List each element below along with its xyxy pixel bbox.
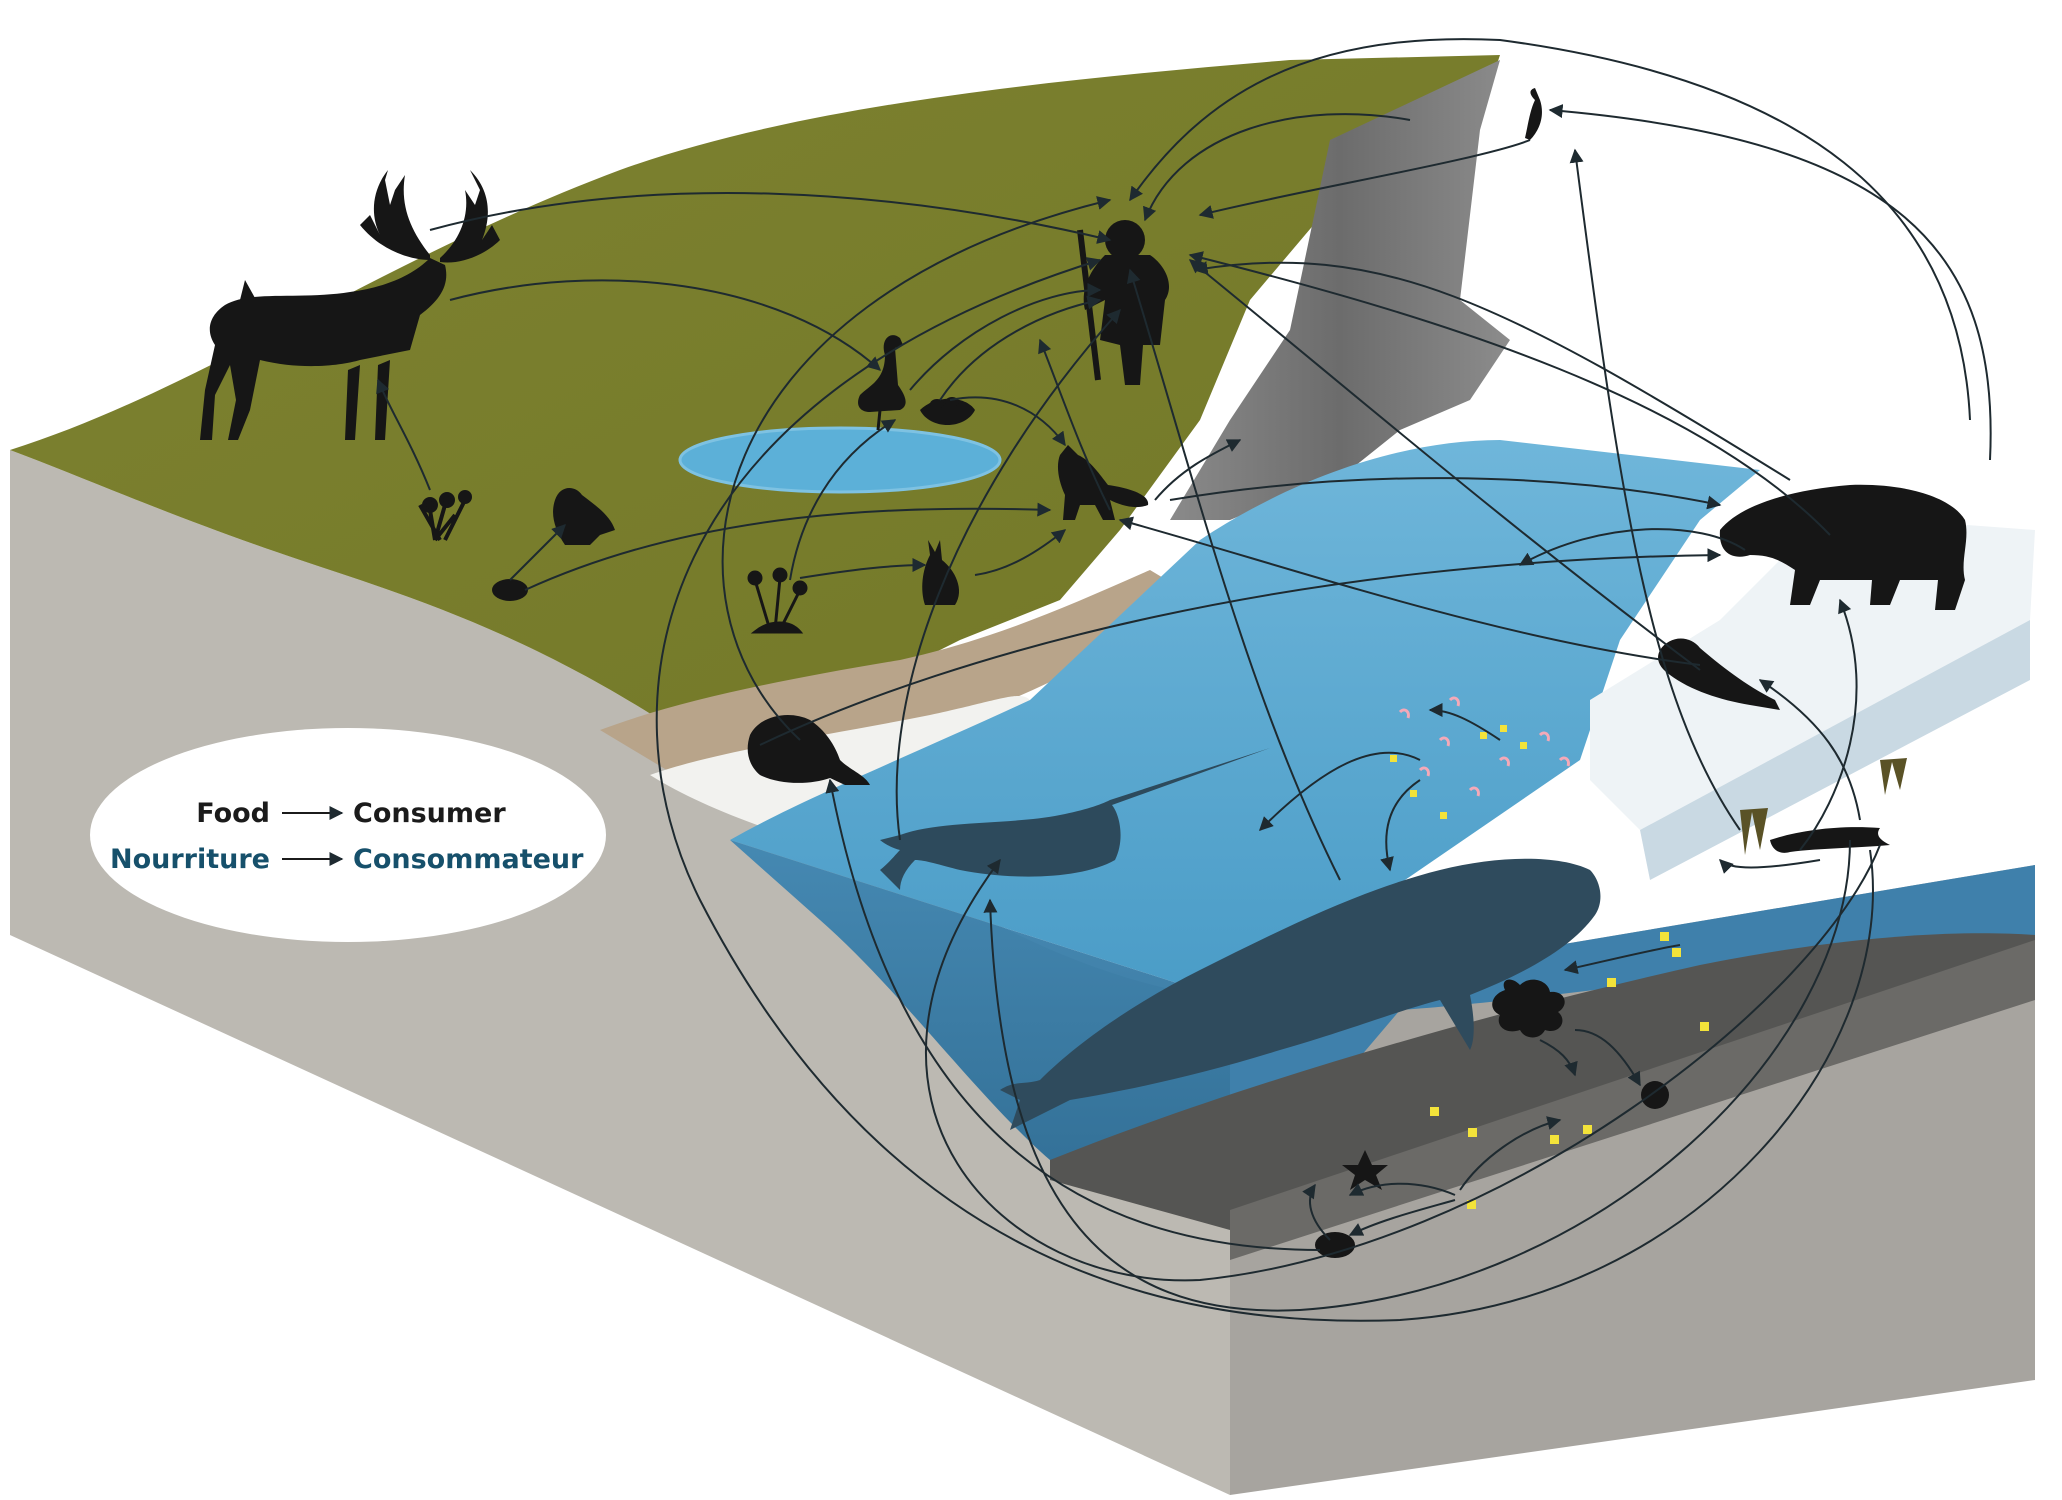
fox-icon bbox=[1057, 445, 1149, 520]
legend-food-label: Food bbox=[196, 798, 270, 829]
kelp-icon bbox=[1492, 979, 1565, 1038]
algae-icon bbox=[1740, 758, 1907, 855]
flower-icon bbox=[747, 567, 808, 634]
whale-icon bbox=[1000, 858, 1601, 1130]
sea-ice-floe bbox=[1590, 520, 2035, 830]
seabed-front bbox=[1230, 940, 2035, 1260]
legend-consumer-label: Consumer bbox=[353, 798, 506, 829]
fish-icon bbox=[1770, 827, 1890, 853]
zooplankton-icon bbox=[1398, 696, 1570, 797]
narwhal-icon bbox=[880, 748, 1270, 890]
hare-icon bbox=[922, 540, 960, 605]
water-front-face bbox=[730, 840, 1230, 1210]
urchin-icon bbox=[1641, 1081, 1669, 1109]
polar-bear-icon bbox=[1719, 484, 1967, 610]
seabird-icon bbox=[1525, 88, 1542, 140]
walrus-icon bbox=[747, 715, 870, 785]
nest-icon bbox=[920, 397, 975, 425]
starfish-icon bbox=[1342, 1150, 1388, 1190]
goose-icon bbox=[858, 335, 906, 431]
ground-cross-section bbox=[10, 450, 1230, 1495]
legend-consommateur-label: Consommateur bbox=[353, 844, 584, 875]
cliff bbox=[1170, 60, 1510, 520]
owl-icon bbox=[553, 488, 615, 545]
legend: Food Consumer Nourriture Consommateur bbox=[90, 728, 606, 942]
lemming-icon bbox=[492, 579, 528, 601]
clam-icon bbox=[1315, 1232, 1355, 1258]
seal-icon bbox=[1658, 638, 1780, 710]
shrub-icon bbox=[418, 490, 472, 542]
seabed bbox=[1050, 933, 2035, 1230]
legend-background bbox=[90, 728, 606, 942]
food-web-arrows bbox=[376, 38, 1992, 1322]
phytoplankton-icon bbox=[1390, 725, 1709, 1209]
legend-nourriture-label: Nourriture bbox=[110, 844, 270, 875]
tundra-pond bbox=[678, 426, 1002, 494]
